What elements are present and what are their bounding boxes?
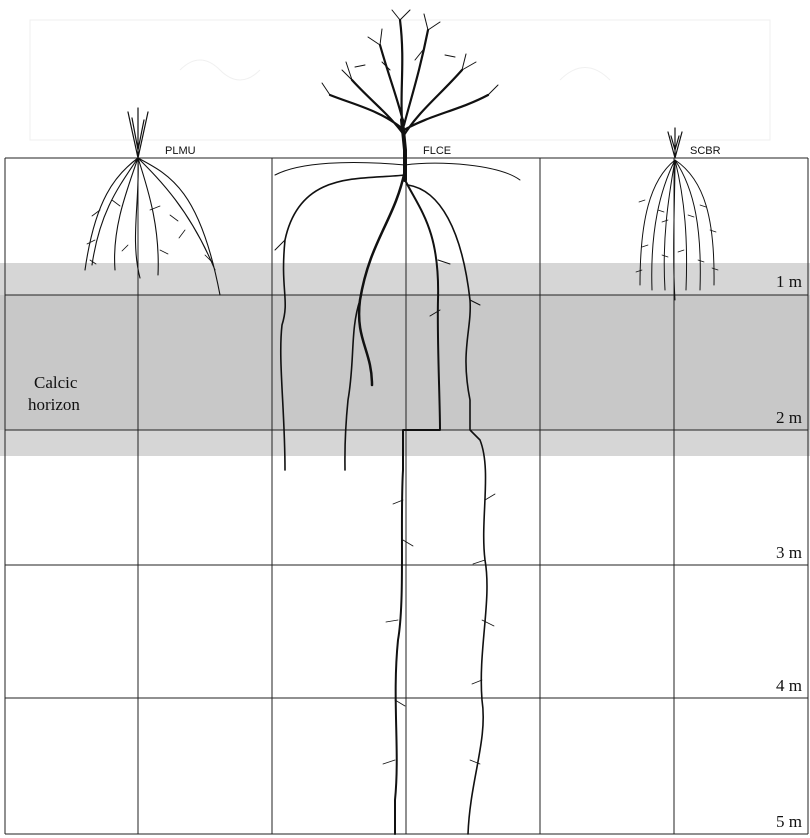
horizon-label-line1: Calcic [34,373,78,392]
depth-grid [5,158,808,834]
plmu-label: PLMU [165,145,196,157]
bleed-through [30,20,770,140]
depth-label-2m: 2 m [776,408,802,427]
depth-label-1m: 1 m [776,272,802,291]
calcic-horizon-band [0,263,810,456]
depth-label-3m: 3 m [776,543,802,562]
depth-label-5m: 5 m [776,812,802,831]
flce-label: FLCE [423,145,451,157]
depth-label-4m: 4 m [776,676,802,695]
scbr-label: SCBR [690,145,721,157]
horizon-label-line2: horizon [28,395,80,414]
